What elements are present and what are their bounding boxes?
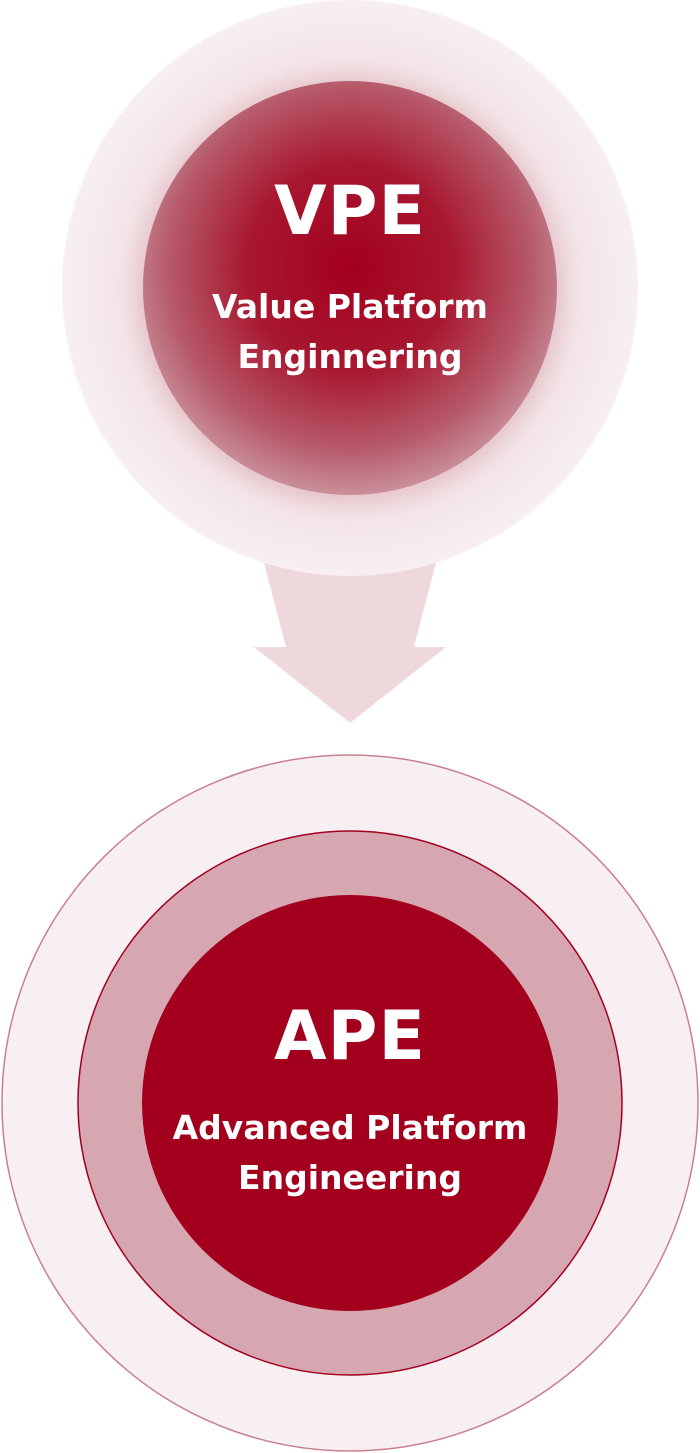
ape-core-circle [142, 895, 558, 1311]
vpe-core-circle [143, 81, 557, 495]
down-arrow [254, 555, 446, 723]
ape-full-name: Advanced Platform Engineering [0, 1103, 700, 1203]
ape-name-line-1: Advanced Platform [172, 1108, 528, 1147]
vpe-full-name: Value Platform Enginnering [0, 282, 700, 382]
vpe-name-line-1: Value Platform [212, 287, 488, 326]
vpe-node [62, 0, 638, 723]
ape-abbreviation: APE [274, 997, 426, 1076]
ape-node [1, 754, 699, 1452]
vpe-abbreviation: VPE [274, 172, 426, 251]
ape-name-line-2: Engineering [238, 1158, 462, 1197]
vpe-name-line-2: Enginnering [237, 337, 463, 376]
